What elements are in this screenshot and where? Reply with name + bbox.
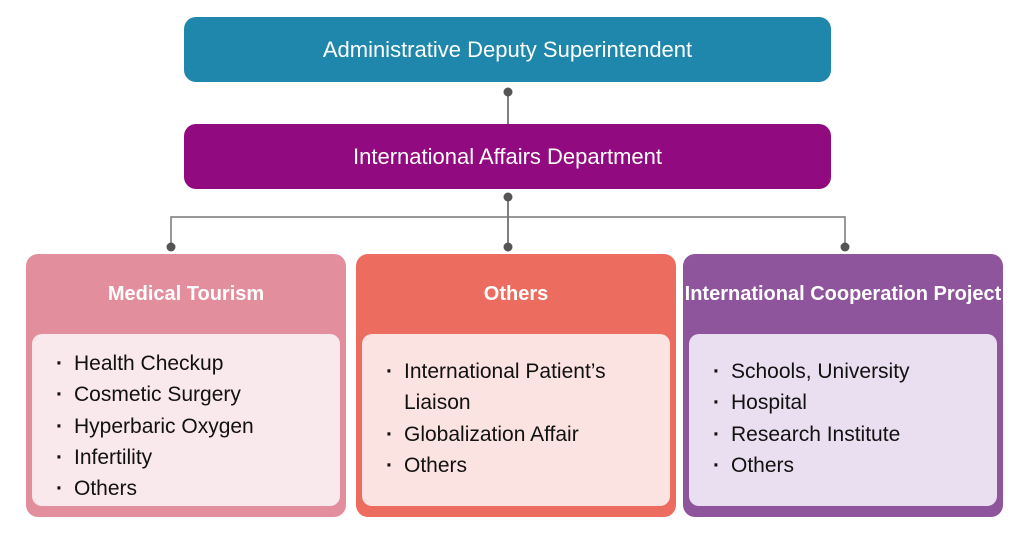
list-item: Hyperbaric Oxygen [52,411,332,443]
node-administrative-deputy-superintendent: Administrative Deputy Superintendent [184,17,831,82]
connector-dot [166,242,176,252]
card-title: International Cooperation Project [684,282,1002,305]
list-item: Others [382,450,620,482]
list-item: Globalization Affair [382,419,620,451]
item-list: Schools, University Hospital Research In… [709,356,989,481]
list-item: Hospital [709,387,989,419]
card-international-cooperation-project: International Cooperation Project School… [683,254,1003,517]
list-item: Research Institute [709,419,989,451]
connector-dot [503,242,513,252]
list-item: Infertility [52,442,332,474]
card-body: International Patient’s Liaison Globaliz… [362,334,670,506]
card-medical-tourism: Medical Tourism Health Checkup Cosmetic … [26,254,346,517]
node-international-affairs-department: International Affairs Department [184,124,831,189]
list-item: International Patient’s Liaison [382,356,620,419]
list-item: Others [52,473,332,505]
connector-dot [503,87,513,97]
list-item: Others [709,450,989,482]
card-title: Medical Tourism [107,282,265,305]
card-others: Others International Patient’s Liaison G… [356,254,676,517]
connector-branch [170,216,846,247]
card-body: Health Checkup Cosmetic Surgery Hyperbar… [32,334,340,506]
node-label: International Affairs Department [353,143,662,169]
node-label: Administrative Deputy Superintendent [322,36,693,62]
list-item: Cosmetic Surgery [52,379,332,411]
connector-dot [503,192,513,202]
item-list: International Patient’s Liaison Globaliz… [382,356,620,481]
connector-dot [840,242,850,252]
list-item: Health Checkup [52,348,332,380]
list-item: Schools, University [709,356,989,388]
card-body: Schools, University Hospital Research In… [689,334,997,506]
item-list: Health Checkup Cosmetic Surgery Hyperbar… [52,348,332,505]
card-title: Others [483,282,549,305]
